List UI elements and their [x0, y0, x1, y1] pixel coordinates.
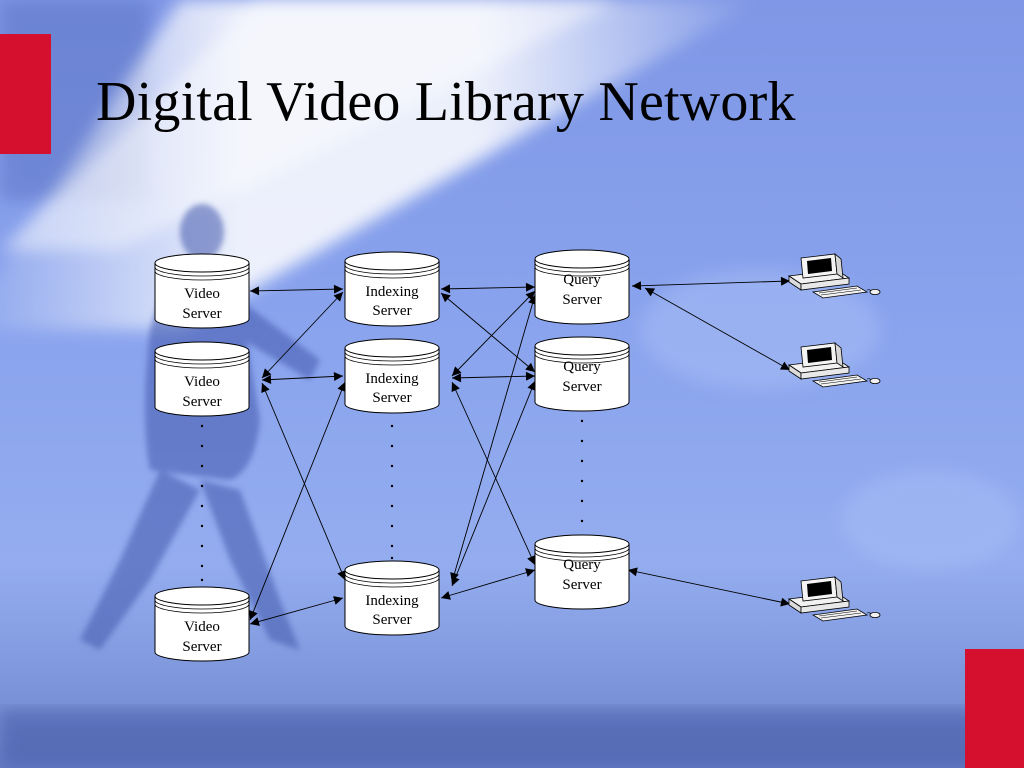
connector-vs2-is2 [261, 371, 344, 385]
video-server-1: Video Server [154, 253, 250, 329]
video-server-2-label-line2: Server [182, 394, 221, 410]
indexing-server-1: Indexing Server [344, 251, 440, 327]
slide-title: Digital Video Library Network [96, 71, 796, 133]
indexing-server-3-label-line1: Indexing [365, 593, 419, 609]
accent-bar-left [0, 34, 51, 154]
connector-qs1-client2 [644, 287, 791, 371]
desktop-computer-icon [788, 576, 881, 622]
connector-vs1-is1 [249, 284, 344, 296]
video-server-3: Video Server [154, 586, 250, 662]
indexing-server-3: Indexing Server [344, 560, 440, 636]
video-server-2: Video Server [154, 341, 250, 417]
connector-is3-qs2 [451, 380, 536, 587]
query-server-1-label-line2: Server [562, 292, 601, 308]
query-server-3-label-line2: Server [562, 577, 601, 593]
accent-bar-right [965, 649, 1024, 768]
query-server-3: Query Server [534, 534, 630, 610]
video-server-3-label-line1: Video [184, 619, 220, 635]
query-server-3-label-line1: Query [563, 557, 601, 573]
video-server-1-label-line2: Server [182, 306, 221, 322]
indexing-server-1-label-line2: Server [372, 303, 411, 319]
indexing-server-2-label-line1: Indexing [365, 371, 419, 387]
connector-is3-qs1 [450, 294, 537, 583]
connector-is2-qs2 [451, 371, 536, 383]
connector-is1-qs1 [440, 282, 536, 294]
connectors [249, 276, 791, 626]
query-server-2-label-line1: Query [563, 359, 601, 375]
connector-vs2-is1 [261, 291, 344, 379]
query-server-2-label-line2: Server [562, 379, 601, 395]
connector-vs3-is2 [249, 381, 346, 621]
connector-is2-qs1 [451, 290, 536, 377]
connector-vs3-is3 [249, 596, 344, 626]
video-server-2-label-line1: Video [184, 374, 220, 390]
query-server-1-label-line1: Query [563, 272, 601, 288]
desktop-computer-icon [788, 342, 881, 388]
query-server-1: Query Server [534, 249, 630, 325]
video-server-1-label-line1: Video [184, 286, 220, 302]
connector-qs3-client3 [627, 567, 791, 607]
connector-qs1-client1 [631, 276, 791, 291]
desktop-computer-icon [788, 253, 881, 299]
dots-video-column [200, 424, 204, 582]
dots-indexing-column [390, 424, 394, 560]
indexing-server-2: Indexing Server [344, 338, 440, 414]
video-server-3-label-line2: Server [182, 639, 221, 655]
connector-is3-qs3 [440, 568, 536, 600]
indexing-server-3-label-line2: Server [372, 612, 411, 628]
dots-query-column [580, 419, 584, 540]
indexing-server-1-label-line1: Indexing [365, 284, 419, 300]
query-server-2: Query Server [534, 336, 630, 412]
indexing-server-2-label-line2: Server [372, 390, 411, 406]
